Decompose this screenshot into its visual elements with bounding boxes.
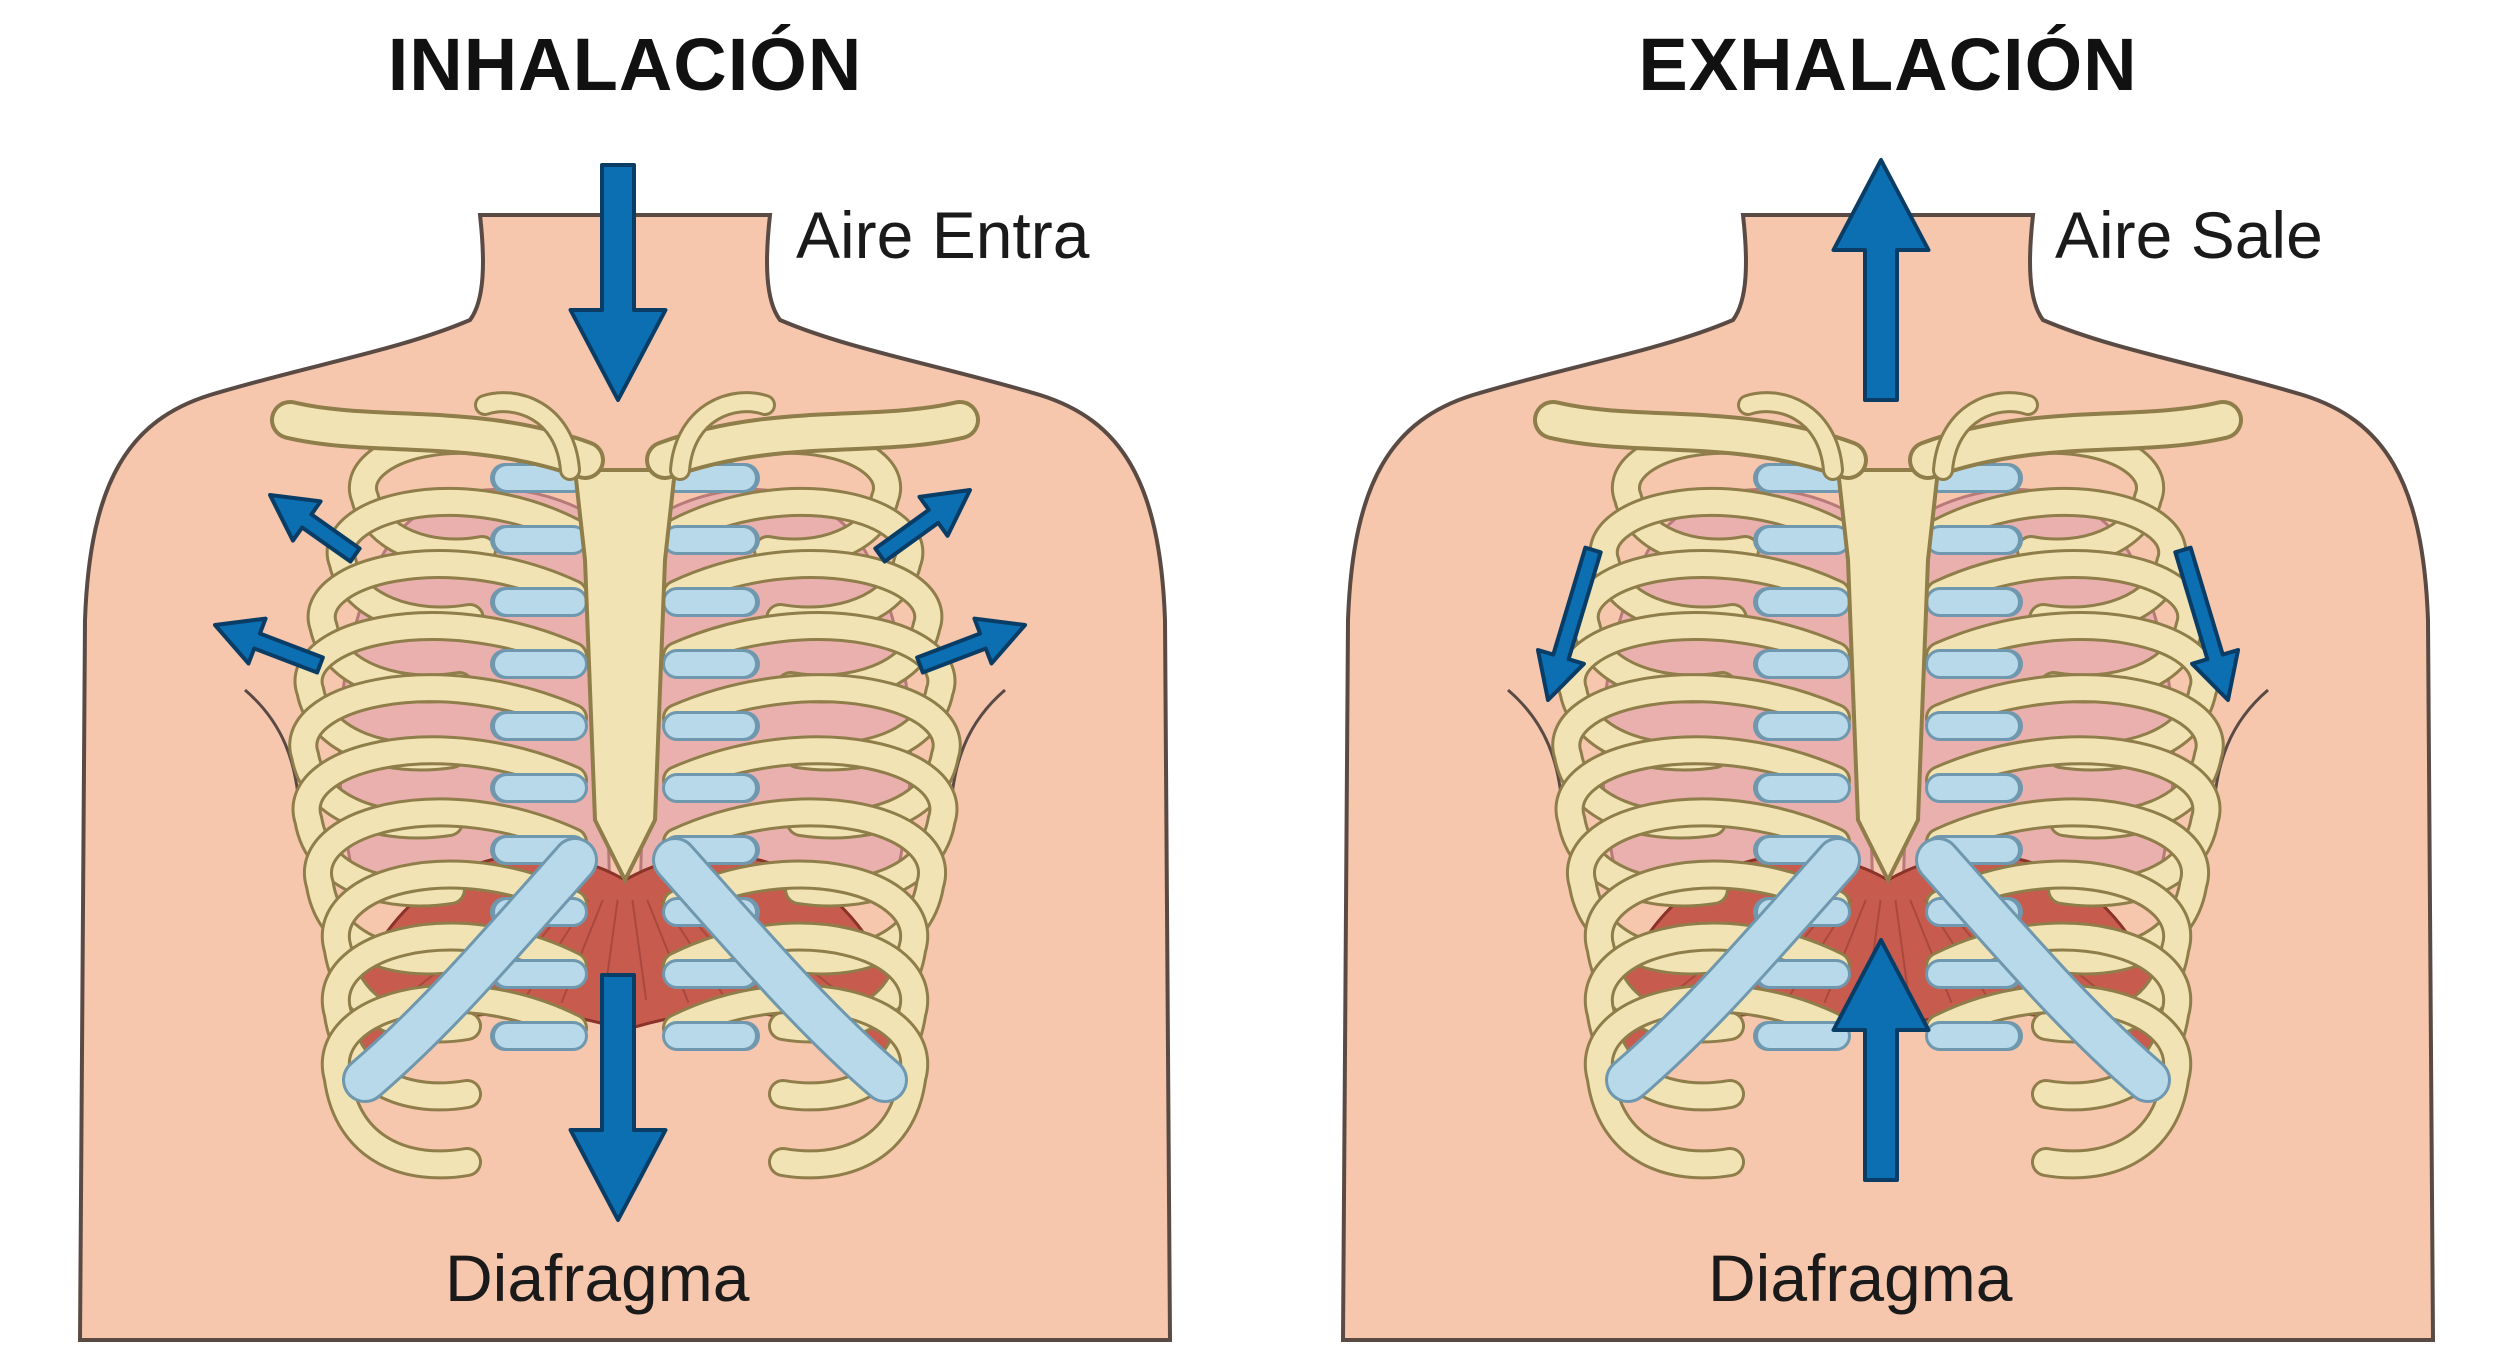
exhalation-panel [1343, 160, 2433, 1340]
air-out-label: Aire Sale [2055, 197, 2323, 273]
inhalation-diaphragm-label: Diafragma [445, 1240, 749, 1316]
air-in-label: Aire Entra [796, 197, 1089, 273]
inhalation-title: INHALACIÓN [0, 22, 1250, 107]
exhalation-diaphragm-label: Diafragma [1708, 1240, 2012, 1316]
exhalation-title: EXHALACIÓN [1263, 22, 2500, 107]
inhalation-panel [80, 165, 1170, 1340]
